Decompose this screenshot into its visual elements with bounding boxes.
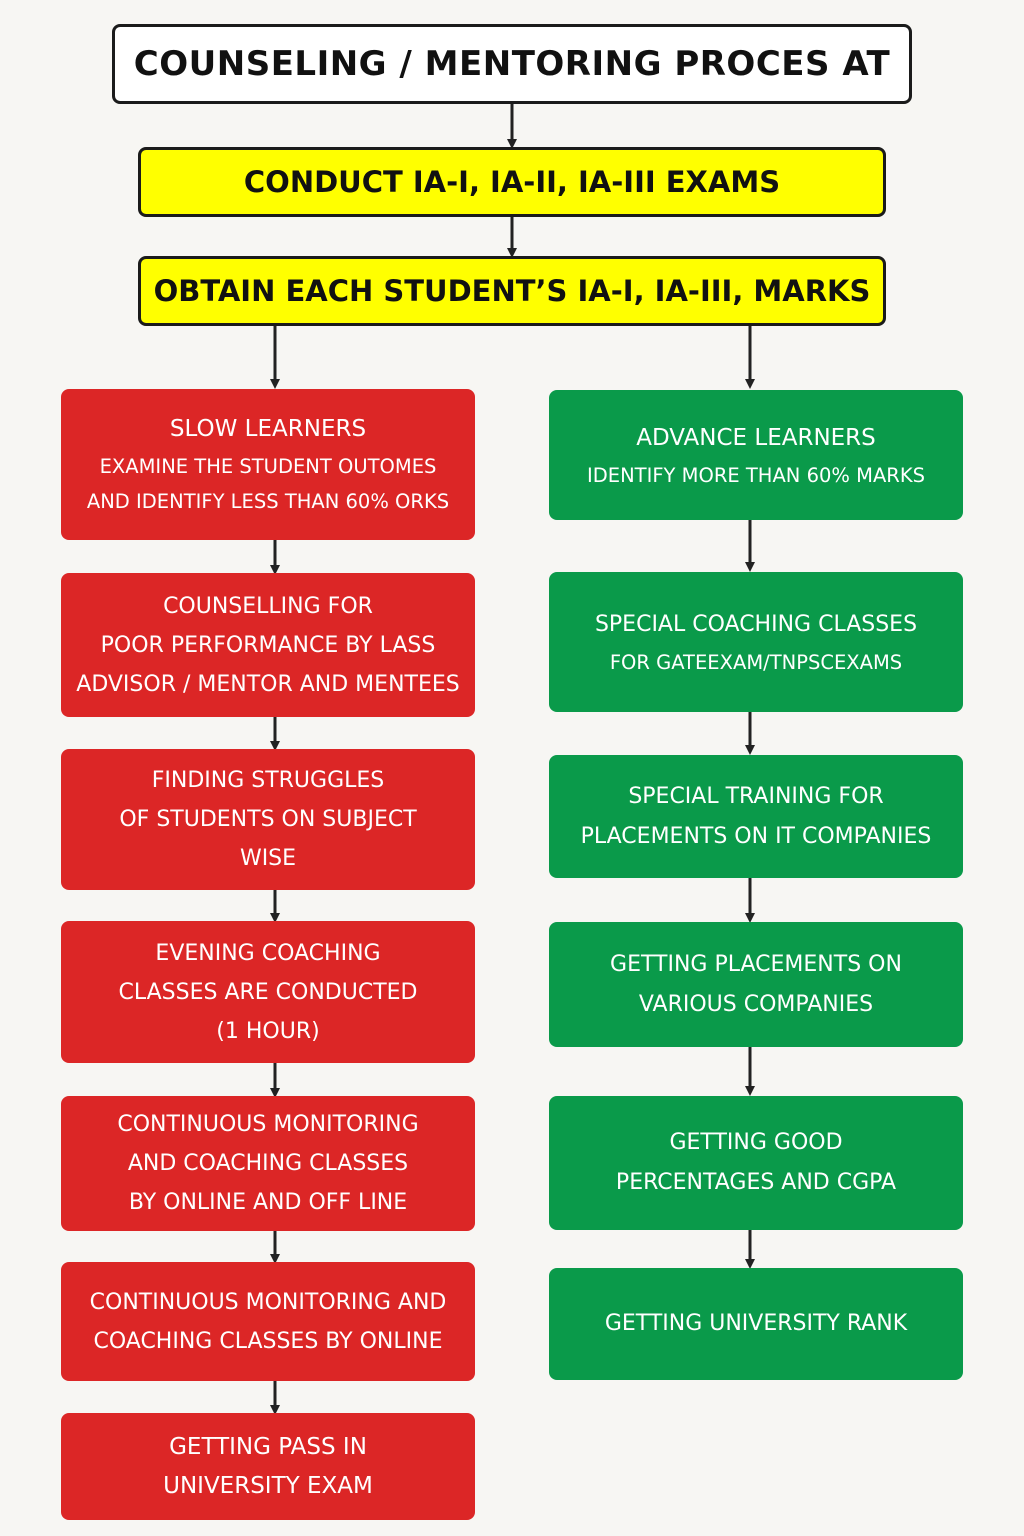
continuous-monitoring-box: CONTINUOUS MONITORING AND COACHING CLASS… (61, 1096, 475, 1231)
evening-coaching-box: EVENING COACHING CLASSES ARE CONDUCTED (… (61, 921, 475, 1063)
finding-struggles-line1: FINDING STRUGGLES (151, 768, 385, 793)
finding-struggles-box: FINDING STRUGGLES OF STUDENTS ON SUBJECT… (61, 749, 475, 890)
process-title: COUNSELING / MENTORING PROCES AT (133, 44, 891, 84)
university-rank-box: GETTING UNIVERSITY RANK (549, 1268, 963, 1380)
advance-learners-heading: ADVANCE LEARNERS (636, 424, 876, 451)
getting-pass-line1: GETTING PASS IN (169, 1433, 367, 1460)
continuous-monitoring-line3: BY ONLINE AND OFF LINE (128, 1190, 408, 1215)
finding-struggles-line2: OF STUDENTS ON SUBJECT (119, 807, 417, 832)
evening-coaching-line1: EVENING COACHING (155, 940, 381, 966)
special-coaching-line2: FOR GATEEXAM/TNPSCEXAMS (609, 650, 903, 674)
continuous-monitoring-line1: CONTINUOUS MONITORING (117, 1112, 419, 1137)
getting-pass-line2: UNIVERSITY EXAM (163, 1472, 373, 1499)
counselling-box: COUNSELLING FOR POOR PERFORMANCE BY LASS… (61, 573, 475, 717)
evening-coaching-line2: CLASSES ARE CONDUCTED (118, 979, 418, 1005)
continuous-monitoring-online-box: CONTINUOUS MONITORING AND COACHING CLASS… (61, 1262, 475, 1381)
special-training-line2: PLACEMENTS ON IT COMPANIES (580, 823, 932, 849)
university-rank-line1: GETTING UNIVERSITY RANK (604, 1311, 908, 1336)
advance-learners-line1: IDENTIFY MORE THAN 60% MARKS (586, 463, 926, 487)
special-coaching-line1: SPECIAL COACHING CLASSES (594, 611, 918, 637)
conduct-exams-text: CONDUCT IA-I, IA-II, IA-III EXAMS (243, 165, 781, 199)
getting-placements-box: GETTING PLACEMENTS ON VARIOUS COMPANIES (549, 922, 963, 1047)
special-training-box: SPECIAL TRAINING FOR PLACEMENTS ON IT CO… (549, 755, 963, 878)
good-percentages-line2: PERCENTAGES AND CGPA (615, 1170, 897, 1195)
evening-coaching-line3: (1 HOUR) (216, 1018, 320, 1044)
finding-struggles-line3: WISE (239, 846, 297, 871)
continuous-monitoring-line2: AND COACHING CLASSES (127, 1151, 409, 1176)
slow-learners-box: SLOW LEARNERS EXAMINE THE STUDENT OUTOME… (61, 389, 475, 540)
obtain-marks-text: OBTAIN EACH STUDENT’S IA-I, IA-III, MARK… (153, 274, 871, 308)
getting-placements-line1: GETTING PLACEMENTS ON (610, 951, 902, 977)
slow-learners-line1: EXAMINE THE STUDENT OUTOMES (99, 455, 437, 478)
process-title-box: COUNSELING / MENTORING PROCES AT (112, 24, 912, 104)
special-training-line1: SPECIAL TRAINING FOR (628, 783, 884, 809)
getting-placements-line2: VARIOUS COMPANIES (638, 991, 874, 1017)
advance-learners-box: ADVANCE LEARNERS IDENTIFY MORE THAN 60% … (549, 390, 963, 520)
good-percentages-box: GETTING GOOD PERCENTAGES AND CGPA (549, 1096, 963, 1230)
slow-learners-heading: SLOW LEARNERS (169, 416, 367, 442)
conduct-exams-box: CONDUCT IA-I, IA-II, IA-III EXAMS (138, 147, 886, 217)
obtain-marks-box: OBTAIN EACH STUDENT’S IA-I, IA-III, MARK… (138, 256, 886, 326)
getting-pass-box: GETTING PASS IN UNIVERSITY EXAM (61, 1413, 475, 1520)
counselling-line3: ADVISOR / MENTOR AND MENTEES (76, 671, 460, 697)
slow-learners-line2: AND IDENTIFY LESS THAN 60% ORKS (86, 490, 450, 513)
counselling-line1: COUNSELLING FOR (163, 593, 373, 619)
counselling-line2: POOR PERFORMANCE BY LASS (100, 632, 436, 658)
special-coaching-box: SPECIAL COACHING CLASSES FOR GATEEXAM/TN… (549, 572, 963, 712)
continuous-monitoring-online-line1: CONTINUOUS MONITORING AND (89, 1289, 447, 1315)
continuous-monitoring-online-line2: COACHING CLASSES BY ONLINE (93, 1328, 443, 1354)
good-percentages-line1: GETTING GOOD (669, 1130, 843, 1155)
